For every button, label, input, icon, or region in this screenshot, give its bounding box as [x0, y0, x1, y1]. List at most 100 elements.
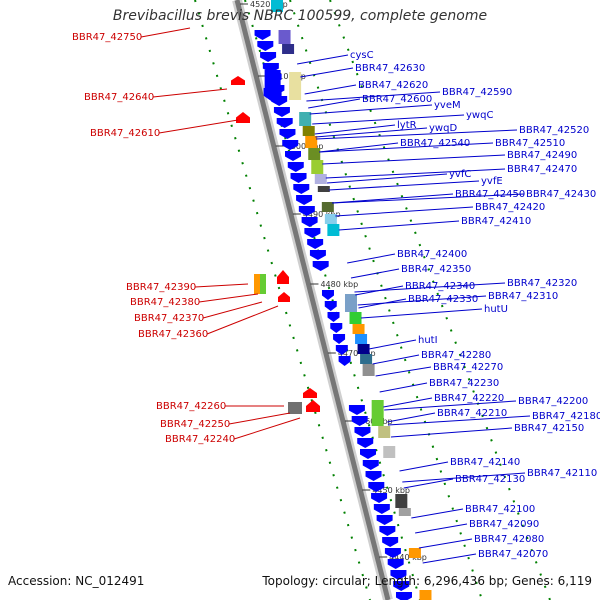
forward-gene-arrow: [306, 400, 320, 412]
gene-label-right: BBR47_42490: [507, 150, 577, 161]
leader-line-right: [399, 461, 449, 472]
genome-title: Brevibacillus brevis NBRC 100599, comple…: [112, 8, 488, 24]
gene-block: [398, 508, 411, 516]
leader-line-right: [300, 67, 354, 78]
gene-block: [344, 294, 357, 312]
gene-block: [264, 70, 281, 90]
reverse-gene-arrow: [260, 52, 277, 62]
gene-label-right: BBR47_42540: [400, 138, 470, 149]
leader-line-left: [206, 305, 279, 335]
gene-label-right: BBR47_42210: [437, 408, 507, 419]
reverse-gene-arrow: [327, 312, 340, 322]
leader-line-right: [315, 127, 428, 138]
leader-line-left: [233, 417, 301, 440]
gene-label-right: BBR47_42630: [355, 63, 425, 74]
reverse-gene-arrow: [351, 416, 368, 426]
reverse-gene-arrow: [307, 239, 324, 249]
leader-line-right: [357, 295, 487, 306]
leader-line-right: [402, 472, 526, 483]
gene-label-right: BBR47_42220: [434, 393, 504, 404]
reverse-gene-arrow: [279, 129, 296, 139]
reverse-gene-arrow: [257, 41, 274, 51]
leader-line-right: [309, 104, 433, 115]
gene-block: [260, 274, 266, 294]
gene-label-left: BBR47_42260: [156, 401, 226, 412]
leader-line-right: [358, 298, 407, 309]
gene-label-left: BBR47_42390: [126, 282, 196, 293]
reverse-gene-arrow: [362, 460, 379, 470]
reverse-gene-arrow: [382, 537, 399, 547]
reverse-gene-arrow: [348, 405, 365, 415]
reverse-gene-arrow: [263, 88, 282, 102]
gene-block: [314, 174, 327, 184]
leader-line-right: [411, 508, 464, 519]
gene-label-right: BBR47_42450: [455, 189, 525, 200]
gene-block: [352, 324, 365, 334]
kbp-label: 4450 kbp: [372, 486, 410, 495]
gene-label-right: hutI: [418, 335, 438, 346]
gene-block: [357, 344, 370, 354]
leader-line-right: [379, 382, 428, 393]
gene-label-right: BBR47_42110: [527, 468, 597, 479]
gene-label-right: BBR47_42230: [429, 378, 499, 389]
gene-label-right: BBR47_42320: [507, 278, 577, 289]
gene-block: [254, 274, 260, 294]
leader-line-right: [360, 308, 483, 319]
leader-line-right: [387, 415, 531, 426]
gene-label-right: cysC: [350, 50, 374, 61]
leader-line-right: [372, 354, 420, 365]
leader-line-right: [335, 206, 474, 217]
leader-line-right: [338, 220, 460, 231]
leader-line-right: [375, 366, 432, 377]
gene-label-right: hutU: [484, 304, 508, 315]
reverse-gene-arrow: [384, 548, 401, 558]
reverse-gene-arrow: [296, 195, 313, 205]
gene-label-left: BBR47_42360: [138, 329, 208, 340]
gene-block: [321, 202, 334, 212]
reverse-gene-arrow: [304, 228, 321, 238]
gene-label-right: BBR47_42150: [514, 423, 584, 434]
gene-label-left: BBR47_42250: [160, 419, 230, 430]
gene-label-right: BBR47_42590: [442, 87, 512, 98]
leader-line-right: [368, 339, 417, 350]
kbp-label: 4510 kbp: [268, 72, 306, 81]
reverse-gene-arrow: [357, 438, 374, 448]
gene-block: [349, 312, 362, 324]
reverse-gene-arrow: [338, 356, 351, 366]
reverse-gene-arrow: [368, 482, 385, 492]
reverse-gene-arrow: [359, 449, 376, 459]
gene-block: [278, 30, 291, 44]
gene-block: [362, 364, 375, 376]
genes-layer: [231, 0, 432, 600]
gene-label-left: BBR47_42370: [134, 313, 204, 324]
gene-block: [371, 400, 384, 426]
leader-line-right: [312, 114, 465, 125]
reverse-gene-arrow: [379, 526, 396, 536]
leader-line-right: [415, 523, 468, 534]
forward-gene-arrow: [277, 270, 289, 284]
gene-label-left: BBR47_42380: [130, 297, 200, 308]
gene-label-right: yvfC: [449, 169, 471, 180]
leader-line-right: [315, 129, 518, 140]
gene-label-right: BBR47_42140: [450, 457, 520, 468]
reverse-gene-arrow: [293, 184, 310, 194]
leader-line-left: [229, 412, 291, 425]
leader-line-right: [422, 553, 477, 564]
gene-label-right: lytR: [397, 120, 417, 131]
forward-gene-arrow: [236, 112, 250, 123]
gene-block: [288, 402, 302, 414]
gene-label-right: BBR47_42130: [455, 474, 525, 485]
gene-label-right: BBR47_42410: [461, 216, 531, 227]
gene-block: [378, 426, 391, 438]
topology-text: Topology: circular; Length: 6,296,436 bp…: [262, 574, 592, 588]
leader-line-right: [332, 193, 525, 204]
gene-block: [305, 136, 318, 148]
reverse-gene-arrow: [287, 162, 304, 172]
reverse-gene-arrow: [395, 592, 412, 600]
leader-line-right: [308, 98, 361, 109]
leader-line-right: [383, 397, 433, 408]
reverse-gene-arrow: [254, 30, 271, 40]
reverse-gene-arrow: [335, 345, 348, 355]
leader-line-right: [332, 193, 454, 204]
gene-label-right: BBR47_42070: [478, 549, 548, 560]
